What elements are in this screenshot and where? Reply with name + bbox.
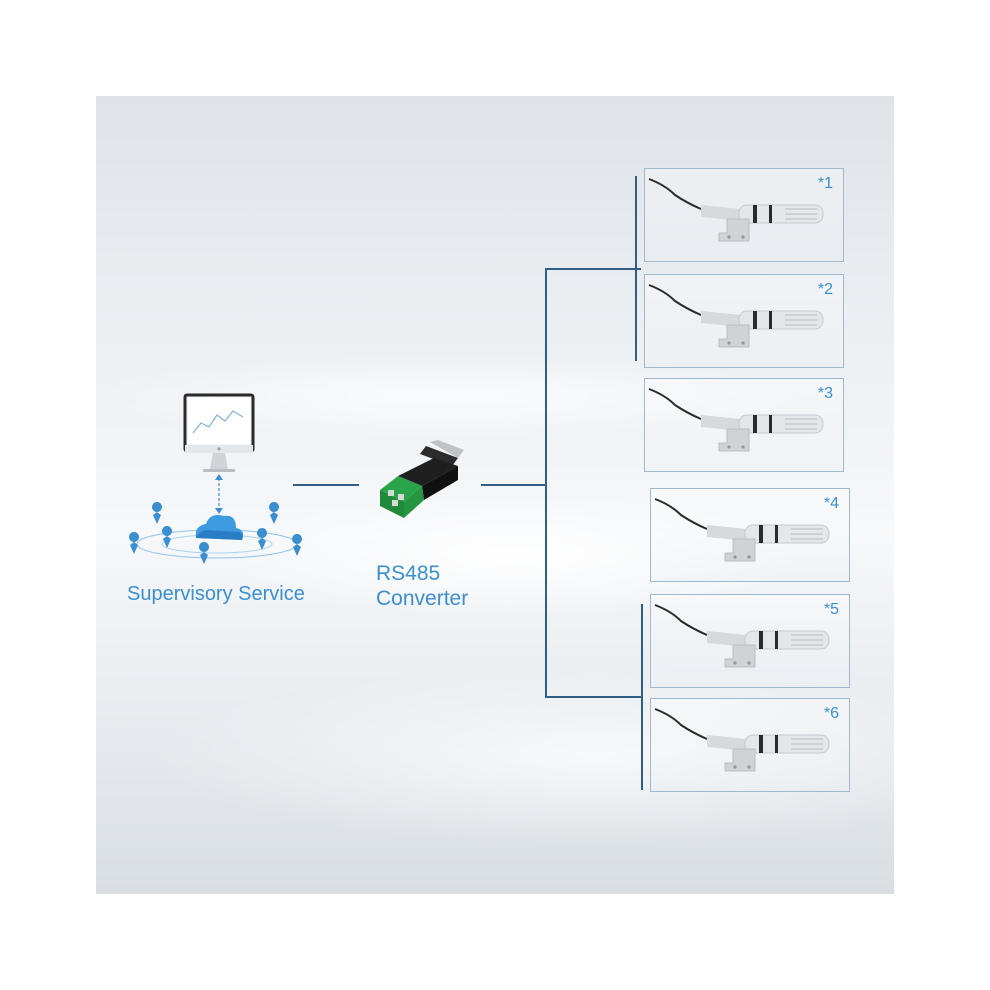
temperature-humidity-sensor-icon (654, 498, 830, 562)
sensor-label-4: *4 (823, 495, 839, 512)
cloud-network-icon (129, 502, 303, 564)
diagram-canvas: Supervisory Service RS485 Converter (96, 96, 894, 894)
wire-bus-vertical (545, 268, 547, 698)
sensor-box-4: *4 (650, 488, 850, 582)
wire-bus-top (545, 268, 641, 270)
arrow-icon (215, 474, 223, 514)
temperature-humidity-sensor-icon (654, 604, 830, 668)
temperature-humidity-sensor-icon (648, 178, 824, 242)
rs485-converter-icon (380, 440, 464, 518)
sensor-label-2: *2 (817, 281, 833, 298)
wire-service-to-converter (293, 484, 359, 486)
sensor-label-5: *5 (823, 601, 839, 618)
sensor-box-2: *2 (644, 274, 844, 368)
wire-bottom-group (641, 604, 643, 790)
sensor-box-3: *3 (644, 378, 844, 472)
temperature-humidity-sensor-icon (648, 388, 824, 452)
sensor-label-3: *3 (817, 385, 833, 402)
sensor-label-6: *6 (823, 705, 839, 722)
wire-converter-to-bus (481, 484, 547, 486)
wire-top-group (635, 176, 637, 361)
sensor-box-6: *6 (650, 698, 850, 792)
supervisory-service-label: Supervisory Service (127, 583, 305, 605)
sensor-label-1: *1 (817, 175, 833, 192)
temperature-humidity-sensor-icon (654, 708, 830, 772)
temperature-humidity-sensor-icon (648, 284, 824, 348)
wire-bus-bottom (545, 696, 641, 698)
sensor-box-5: *5 (650, 594, 850, 688)
converter-line1: RS485 (376, 562, 441, 585)
sensor-box-1: *1 (644, 168, 844, 262)
monitor-icon (183, 393, 255, 472)
converter-line2: Converter (376, 587, 469, 610)
rs485-converter-label: RS485 Converter (376, 561, 468, 611)
